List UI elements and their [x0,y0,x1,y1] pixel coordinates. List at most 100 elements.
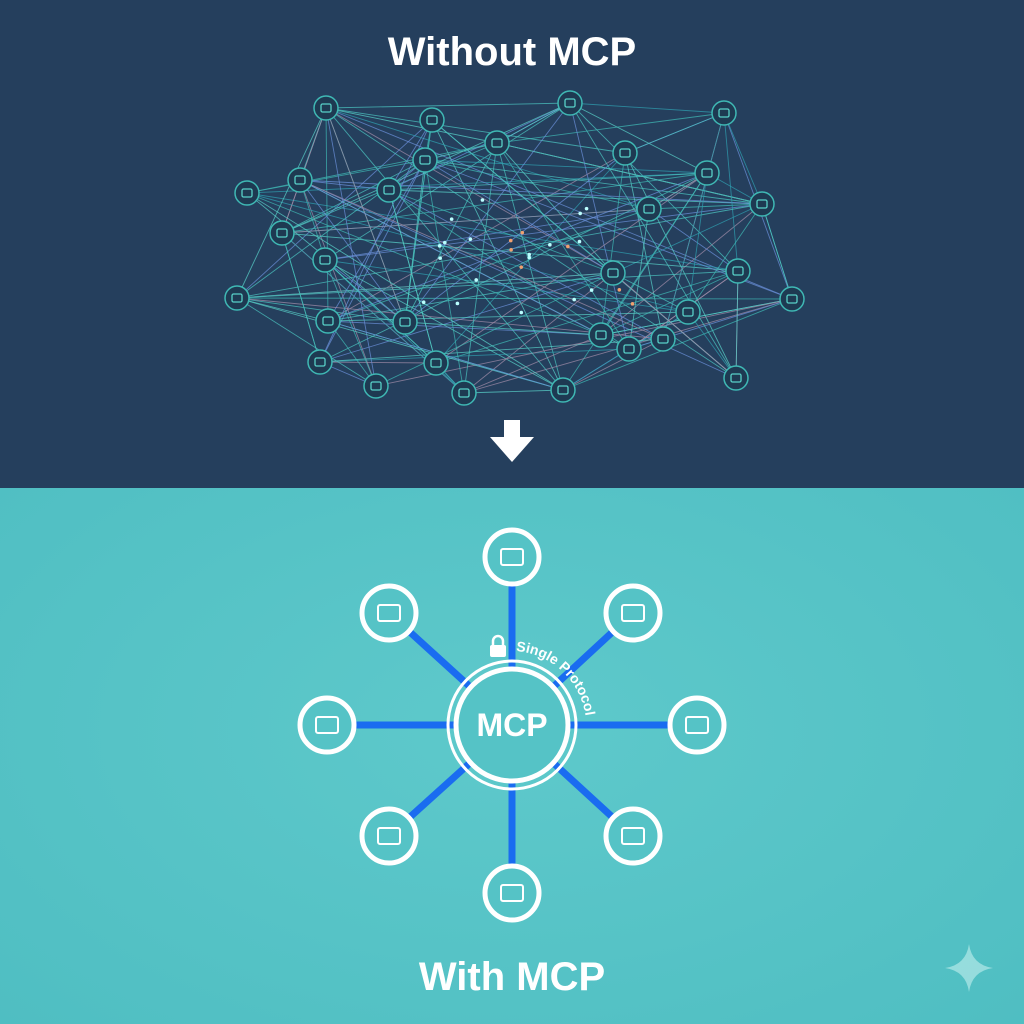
spark-dot [442,240,447,245]
spark-dot [449,217,454,221]
spark-dot [438,256,442,260]
network-node [451,380,477,406]
node-circle [312,247,338,273]
users-icon [319,255,331,265]
sparkle-icon [945,944,993,992]
lock-icon [426,115,438,125]
spark-dot [527,252,532,257]
connection-line [723,112,739,272]
network-node [650,326,676,352]
spark-dot [421,300,426,305]
connection-line [325,102,571,109]
connection-line [324,259,377,387]
mail-icon [756,199,768,209]
spoke-node [359,806,419,866]
connection-line [562,338,664,391]
spark-dot [520,230,525,235]
spoke-node [297,695,357,755]
gears-icon [732,266,744,276]
spoke-node-circle [482,863,542,923]
connection-line [327,152,626,322]
connection-line [324,203,763,261]
monitor-icon [315,716,339,734]
connection-line [424,159,650,210]
clock-icon [377,827,401,845]
spoke-node-circle [359,583,419,643]
network-node [675,299,701,325]
connection-line [299,179,763,205]
network-node [224,285,250,311]
connection-line [562,172,708,391]
monitor-icon [718,108,730,118]
network-node [392,309,418,335]
connection-line [404,159,426,323]
spoke-node-circle [667,695,727,755]
settings-icon [399,317,411,327]
connection-line [246,192,689,313]
node-circle [636,196,662,222]
network-node [307,349,333,375]
without-mcp-panel [0,0,1024,488]
spoke-node [359,583,419,643]
connection-line [388,189,614,274]
connection-line [569,102,737,379]
connection-line [388,119,433,191]
connection-line [463,389,564,394]
node-circle [550,377,576,403]
connection-line [281,232,739,272]
network-node [423,350,449,376]
node-circle [600,260,626,286]
document-icon [623,344,635,354]
connection-line [299,179,377,387]
connection-line [424,159,465,394]
arrow-down-icon [490,420,534,462]
connection-line [569,102,725,114]
connection-line [424,159,763,205]
tablet-icon [607,268,619,278]
connection-line [628,208,650,350]
connection-line [496,142,614,274]
connection-line [424,159,614,274]
spark-dot [617,288,622,292]
network-node [412,147,438,173]
connection-line [496,142,763,205]
node-circle [749,191,775,217]
connection-line [327,320,602,336]
network-node [363,373,389,399]
network-node [557,90,583,116]
node-circle [423,350,449,376]
node-circle [557,90,583,116]
without-mcp-title: Without MCP [387,30,637,74]
network-node [287,167,313,193]
spark-dot [519,310,524,315]
mail-icon [682,307,694,317]
node-circle [234,180,260,206]
spark-dot [572,297,576,302]
node-circle [412,147,438,173]
connection-line [612,272,689,313]
network-node [269,220,295,246]
network-node [616,336,642,362]
spoke-node [667,695,727,755]
node-circle [650,326,676,352]
connection-line [325,107,626,154]
connection-line [236,297,564,391]
connection-line [236,203,763,299]
connection-line [463,272,614,394]
node-circle [725,258,751,284]
user-gear-icon [595,330,607,340]
node-circle [419,107,445,133]
connection-line [236,297,793,300]
connection-line [612,272,737,379]
connection-line [299,179,406,323]
users-icon [377,604,401,622]
connection-line [687,311,737,379]
link-icon [564,98,576,108]
monitor-icon [314,357,326,367]
connection-line [435,172,708,364]
spoke-node-circle [603,806,663,866]
search-icon [241,188,253,198]
connection-line [299,179,390,191]
network-node [312,247,338,273]
